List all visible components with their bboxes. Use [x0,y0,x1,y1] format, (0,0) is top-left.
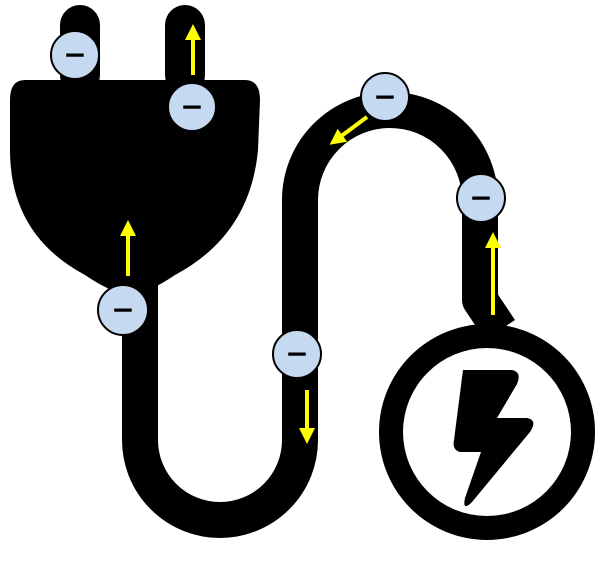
electron-sign: − [469,181,492,214]
power-cable [122,92,515,538]
electron-prong-left: − [50,30,100,80]
lightning-bolt-icon [453,370,534,507]
electron-sign: − [63,38,86,71]
electron-sign: − [285,337,308,370]
electron-cable-middle: − [272,329,322,379]
electron-sign: − [111,293,134,326]
electron-sign: − [180,90,203,123]
flow-arrow-cable-top [329,115,369,145]
electron-cable-top: − [360,72,410,122]
electron-cable-right-riser: − [456,173,506,223]
electron-sign: − [373,80,396,113]
flow-arrows [120,24,501,444]
plug-body [10,80,260,296]
electrons: − − − − − − [50,30,506,379]
electron-prong-right: − [167,82,217,132]
electron-plug-bottom: − [97,284,149,336]
